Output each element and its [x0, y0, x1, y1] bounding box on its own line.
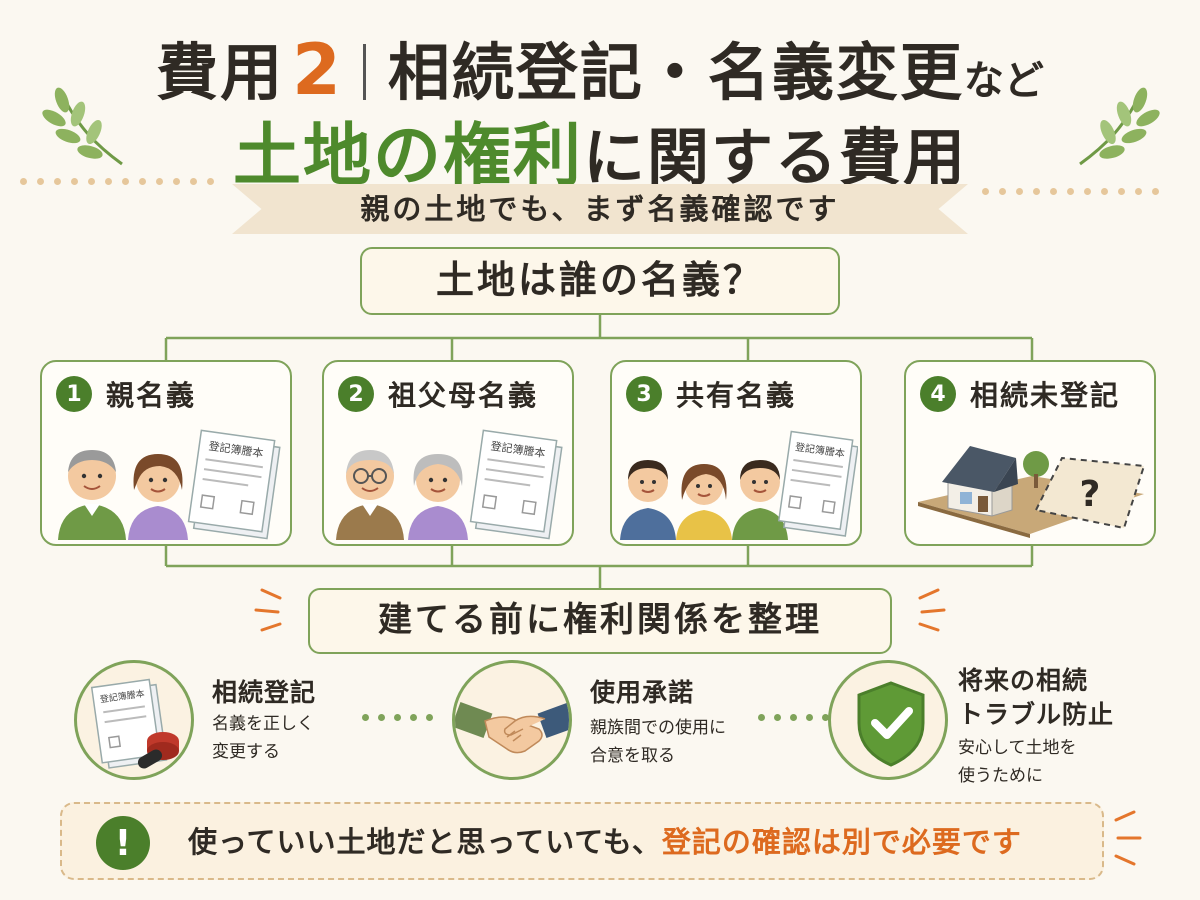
consent-icon-circle [452, 660, 572, 780]
item-desc-line: 名義を正しく [212, 714, 314, 734]
title-main: 相続登記・名義変更 [387, 36, 964, 109]
laurel-left-icon [42, 87, 123, 166]
subtitle-rest: に関する費用 [583, 121, 968, 194]
card-number-badge: 3 [626, 376, 662, 412]
seal-stamp-icon: 登記簿謄本 [90, 678, 179, 769]
item-title-prevention: 将来の相続 [958, 666, 1089, 695]
dot-connector [758, 714, 829, 721]
card-title: 相続未登記 [970, 379, 1121, 412]
item-desc-line: 使うために [958, 766, 1043, 786]
item-title-consent: 使用承諾 [590, 678, 695, 707]
title-cost-number: 2 [292, 29, 341, 111]
ribbon-banner: 親の土地でも、まず名義確認です [232, 184, 968, 234]
note-text: 使っていい土地だと思っていても、登記の確認は別で必要です [188, 804, 1022, 880]
card-number-badge: 4 [920, 376, 956, 412]
page-subtitle: 土地の権利に関する費用 [0, 100, 1200, 199]
card-title: 祖父母名義 [388, 379, 539, 412]
item-title-prevention-line2: トラブル防止 [958, 700, 1115, 729]
exclamation-icon: ! [96, 816, 150, 870]
decorative-dots-left [20, 178, 214, 185]
card-shared-ownership: 3 共有名義 登記簿謄本 [610, 360, 862, 546]
card-title: 親名義 [106, 379, 197, 412]
item-desc-line: 変更する [212, 742, 280, 762]
prevention-icon-circle [828, 660, 948, 780]
card-title: 共有名義 [676, 379, 797, 412]
subtitle-highlight: 土地の権利 [232, 117, 583, 196]
title-divider [362, 44, 366, 100]
unknown-mark: ? [1080, 474, 1101, 515]
card-parent-ownership: 1 親名義 登記簿謄本 [40, 360, 292, 546]
house-icon: ? [918, 446, 1146, 538]
registration-icon-circle: 登記簿謄本 [74, 660, 194, 780]
note-accent-text: 登記の確認は別で必要です [661, 825, 1022, 859]
card-unregistered-inheritance: 4 相続未登記 ? [904, 360, 1156, 546]
question-box: 土地は誰の名義？ [360, 247, 840, 315]
handshake-icon [455, 701, 569, 754]
item-title-registration: 相続登記 [212, 678, 317, 707]
item-desc-line: 安心して土地を [958, 738, 1077, 758]
card-grandparent-ownership: 2 祖父母名義 登記簿謄本 [322, 360, 574, 546]
laurel-right-icon [1079, 87, 1160, 166]
item-desc-line: 親族間での使用に [590, 718, 726, 738]
siblings-icon: 登記簿謄本 [620, 430, 858, 540]
organize-box: 建てる前に権利関係を整理 [308, 588, 892, 654]
shield-check-icon [857, 681, 925, 767]
decorative-dots-right [982, 188, 1159, 195]
note-plain-text: 使っていい土地だと思っていても、 [188, 825, 662, 859]
card-number-badge: 2 [338, 376, 374, 412]
grandparents-icon: 登記簿謄本 [336, 429, 563, 540]
title-cost-label: 費用 [156, 36, 285, 109]
family-icon: 登記簿謄本 [58, 429, 281, 540]
item-desc-line: 合意を取る [590, 746, 675, 766]
note-box: ! 使っていい土地だと思っていても、登記の確認は別で必要です [60, 802, 1104, 880]
card-number-badge: 1 [56, 376, 92, 412]
title-suffix: など [963, 58, 1044, 104]
dot-connector [362, 714, 433, 721]
